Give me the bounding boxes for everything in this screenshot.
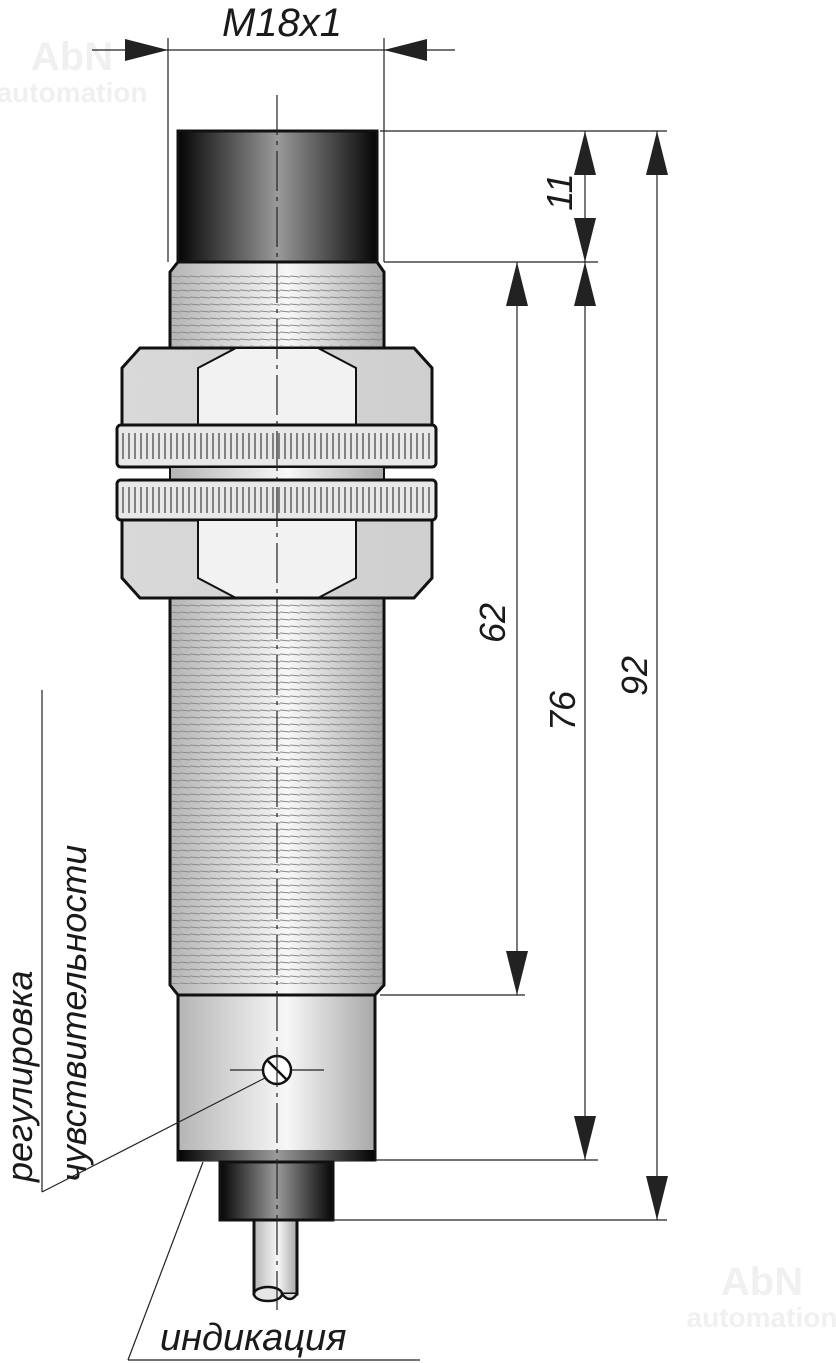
- svg-text:62: 62: [472, 603, 513, 643]
- arrow-icon: [125, 39, 168, 61]
- svg-text:automation: automation: [0, 77, 147, 108]
- arrow-icon: [384, 39, 427, 61]
- dimension-76: 76: [542, 262, 596, 1160]
- dimension-92: 92: [614, 131, 668, 1220]
- cable: [252, 1218, 299, 1296]
- indication-callout: индикация: [127, 1161, 420, 1361]
- svg-text:AbN: AbN: [721, 1260, 803, 1304]
- svg-text:чувствительности: чувствительности: [53, 845, 94, 1182]
- svg-text:automation: automation: [687, 1302, 836, 1333]
- svg-text:92: 92: [614, 656, 655, 696]
- dimension-11: 11: [539, 131, 596, 262]
- svg-text:76: 76: [542, 690, 583, 731]
- svg-text:регулировка: регулировка: [0, 970, 40, 1183]
- sensitivity-callout: регулировка чувствительности: [0, 690, 266, 1193]
- watermark-bottom-right: AbN automation: [687, 1260, 836, 1333]
- dimension-62: 62: [472, 262, 528, 995]
- sensor-body: [115, 95, 438, 1310]
- extension-lines: [333, 130, 667, 1221]
- watermark-top-left: AbN automation: [0, 35, 147, 108]
- svg-text:индикация: индикация: [160, 1317, 346, 1359]
- led-indicator-ring: [179, 1150, 374, 1161]
- thread-dimension: M18x1: [92, 1, 455, 262]
- svg-text:AbN: AbN: [31, 35, 113, 79]
- thread-label: M18x1: [222, 1, 342, 45]
- svg-text:11: 11: [539, 173, 580, 210]
